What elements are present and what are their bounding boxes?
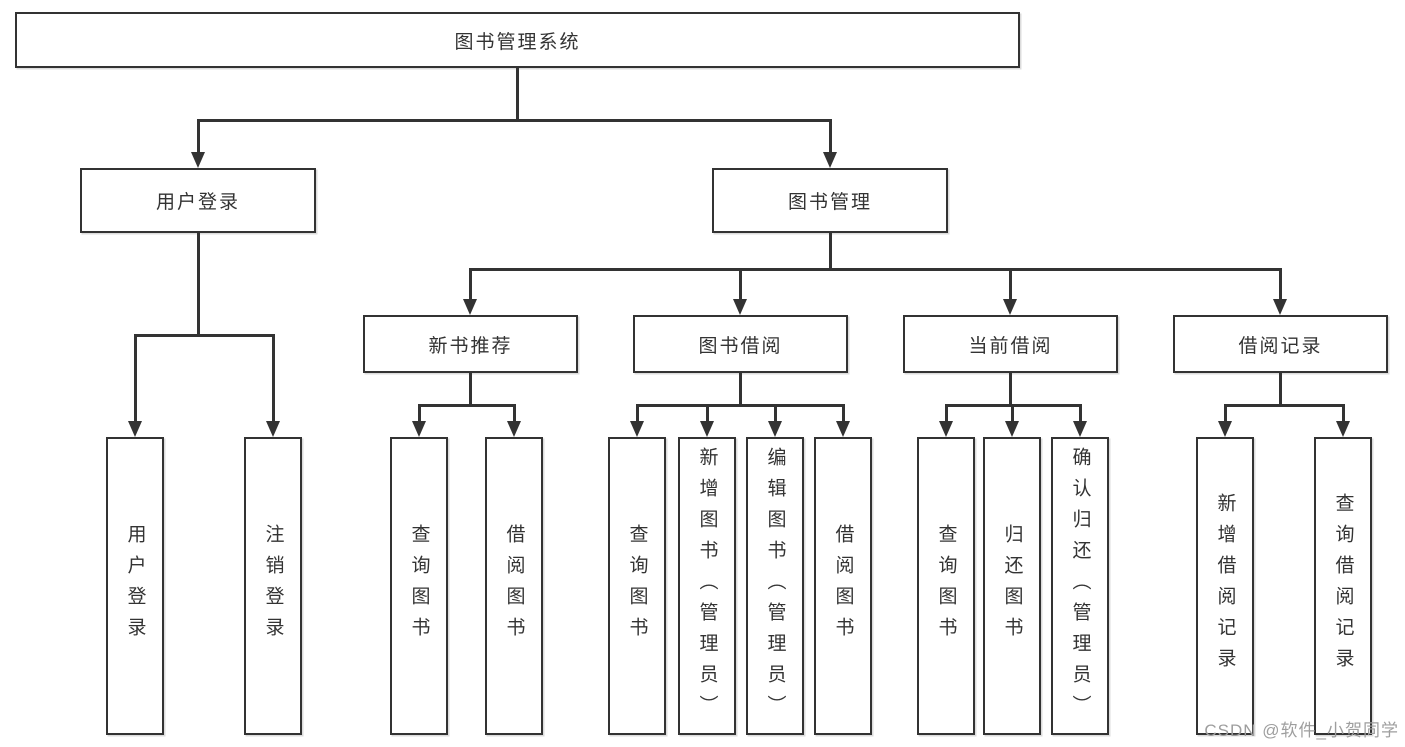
arrow-to-add-borrow-record [1224,404,1227,421]
arrow-to-user-login-group [197,119,200,152]
arrow-to-query-borrow-record [1342,404,1345,421]
node-user-login-group: 用户登录 [80,168,316,233]
node-label: 归还图书 [1001,524,1023,648]
arrow-to-user-login-leaf [134,334,137,421]
connector-borrow-records-horizontal [1224,404,1344,407]
connector-book-management-horizontal [469,268,1281,271]
node-label: 新书推荐 [428,335,513,357]
node-label: 查询图书 [626,524,648,648]
node-label: 图书管理系统 [454,31,581,53]
leaf-borrow-books-1: 借阅图书 [485,437,543,735]
node-label: 借阅图书 [503,524,525,648]
leaf-query-books-1: 查询图书 [390,437,448,735]
leaf-logout: 注销登录 [244,437,302,735]
node-book-borrowing: 图书借阅 [633,315,848,373]
leaf-add-books-admin: 新增图书（管理员） [678,437,736,735]
connector-new-book-stem [469,373,472,406]
csdn-watermark: CSDN @软件_小贺同学 [1204,721,1399,740]
arrow-to-borrow-books-2 [842,404,845,421]
arrow-to-book-management [829,119,832,152]
node-new-book-recommend: 新书推荐 [363,315,578,373]
node-label: 借阅记录 [1238,335,1323,357]
node-label: 确认归还（管理员） [1069,446,1091,726]
leaf-user-login: 用户登录 [106,437,164,735]
arrow-to-edit-books [774,404,777,421]
node-label: 查询借阅记录 [1332,493,1354,679]
connector-borrow-records-stem [1279,373,1282,406]
arrow-to-logout-leaf [272,334,275,421]
arrow-to-borrow-records [1279,268,1282,299]
arrow-to-current-borrowing [1009,268,1012,299]
arrow-to-book-borrowing [739,268,742,299]
connector-user-login-horizontal [134,334,274,337]
connector-book-borrowing-stem [739,373,742,406]
node-root-system: 图书管理系统 [15,12,1020,68]
arrow-to-query-books-3 [945,404,948,421]
node-borrow-records: 借阅记录 [1173,315,1388,373]
node-label: 图书管理 [787,192,872,213]
connector-new-book-horizontal [418,404,515,407]
node-label: 新增图书（管理员） [696,446,718,726]
arrow-to-query-books-1 [418,404,421,421]
node-label: 借阅图书 [832,524,854,648]
leaf-add-borrow-record: 新增借阅记录 [1196,437,1254,735]
connector-book-borrowing-horizontal [636,404,844,407]
leaf-borrow-books-2: 借阅图书 [814,437,872,735]
arrow-to-query-books-2 [636,404,639,421]
connector-root-horizontal [197,119,831,122]
node-label: 注销登录 [262,524,284,648]
node-label: 查询图书 [408,524,430,648]
node-current-borrowing: 当前借阅 [903,315,1118,373]
leaf-edit-books-admin: 编辑图书（管理员） [746,437,804,735]
node-label: 查询图书 [935,524,957,648]
arrow-to-borrow-books-1 [513,404,516,421]
node-label: 用户登录 [124,524,146,648]
node-label: 当前借阅 [968,335,1053,357]
node-label: 图书借阅 [698,335,783,357]
node-label: 编辑图书（管理员） [764,446,786,726]
node-label: 用户登录 [155,192,240,213]
arrow-to-add-books [706,404,709,421]
connector-book-management-stem [829,233,832,271]
arrow-to-confirm-return [1079,404,1082,421]
leaf-return-books: 归还图书 [983,437,1041,735]
node-label: 新增借阅记录 [1214,493,1236,679]
connector-current-borrowing-stem [1009,373,1012,406]
leaf-confirm-return-admin: 确认归还（管理员） [1051,437,1109,735]
leaf-query-books-3: 查询图书 [917,437,975,735]
node-book-management: 图书管理 [712,168,948,233]
leaf-query-borrow-record: 查询借阅记录 [1314,437,1372,735]
leaf-query-books-2: 查询图书 [608,437,666,735]
connector-user-login-stem [197,233,200,336]
connector-root-stem [516,68,519,120]
arrow-to-return-books [1011,404,1014,421]
arrow-to-new-book-recommend [469,268,472,299]
